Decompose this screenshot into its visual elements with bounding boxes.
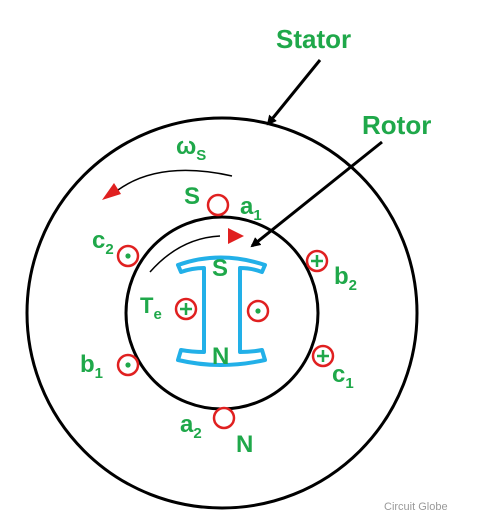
- stator-pole-n-label: N: [236, 431, 253, 458]
- rotor-coil-left-cross: [180, 303, 192, 315]
- stator-pointer-arrow: [266, 59, 322, 126]
- a2-label: a2: [180, 411, 202, 442]
- coil-b2-cross: [311, 255, 323, 267]
- stator-field-rotation-arc: [117, 169, 233, 191]
- rotor-body: [176, 255, 267, 367]
- c2-label: c2: [92, 227, 114, 258]
- torque-label: Te: [140, 293, 162, 323]
- rotor-pole-n-label: N: [212, 343, 229, 370]
- coil-c2-dot: [125, 253, 131, 259]
- stator-field-arrowhead: [102, 183, 121, 200]
- rotor-label: Rotor: [362, 110, 431, 140]
- rotor-coil-right-dot: [255, 308, 261, 314]
- omega-s-label: ωS: [176, 133, 206, 164]
- rotor-rotation-arrowhead: [228, 228, 244, 244]
- stator-label: Stator: [276, 24, 351, 54]
- coil-a1: [206, 193, 230, 217]
- b1-label: b1: [80, 351, 103, 382]
- c1-label: c1: [332, 361, 354, 392]
- stator-outer-circle: [25, 116, 419, 510]
- rotor-pointer-arrow: [250, 140, 383, 248]
- watermark: Circuit Globe: [384, 501, 448, 513]
- coil-b1-dot: [125, 362, 131, 368]
- coil-a2: [212, 406, 236, 430]
- coil-c1-cross: [317, 350, 329, 362]
- rotor-pole-s-label: S: [212, 255, 228, 282]
- a1-label: a1: [240, 193, 262, 224]
- rotor-rotation-arc: [149, 235, 221, 273]
- stator-pole-s-label: S: [184, 183, 200, 210]
- b2-label: b2: [334, 263, 357, 294]
